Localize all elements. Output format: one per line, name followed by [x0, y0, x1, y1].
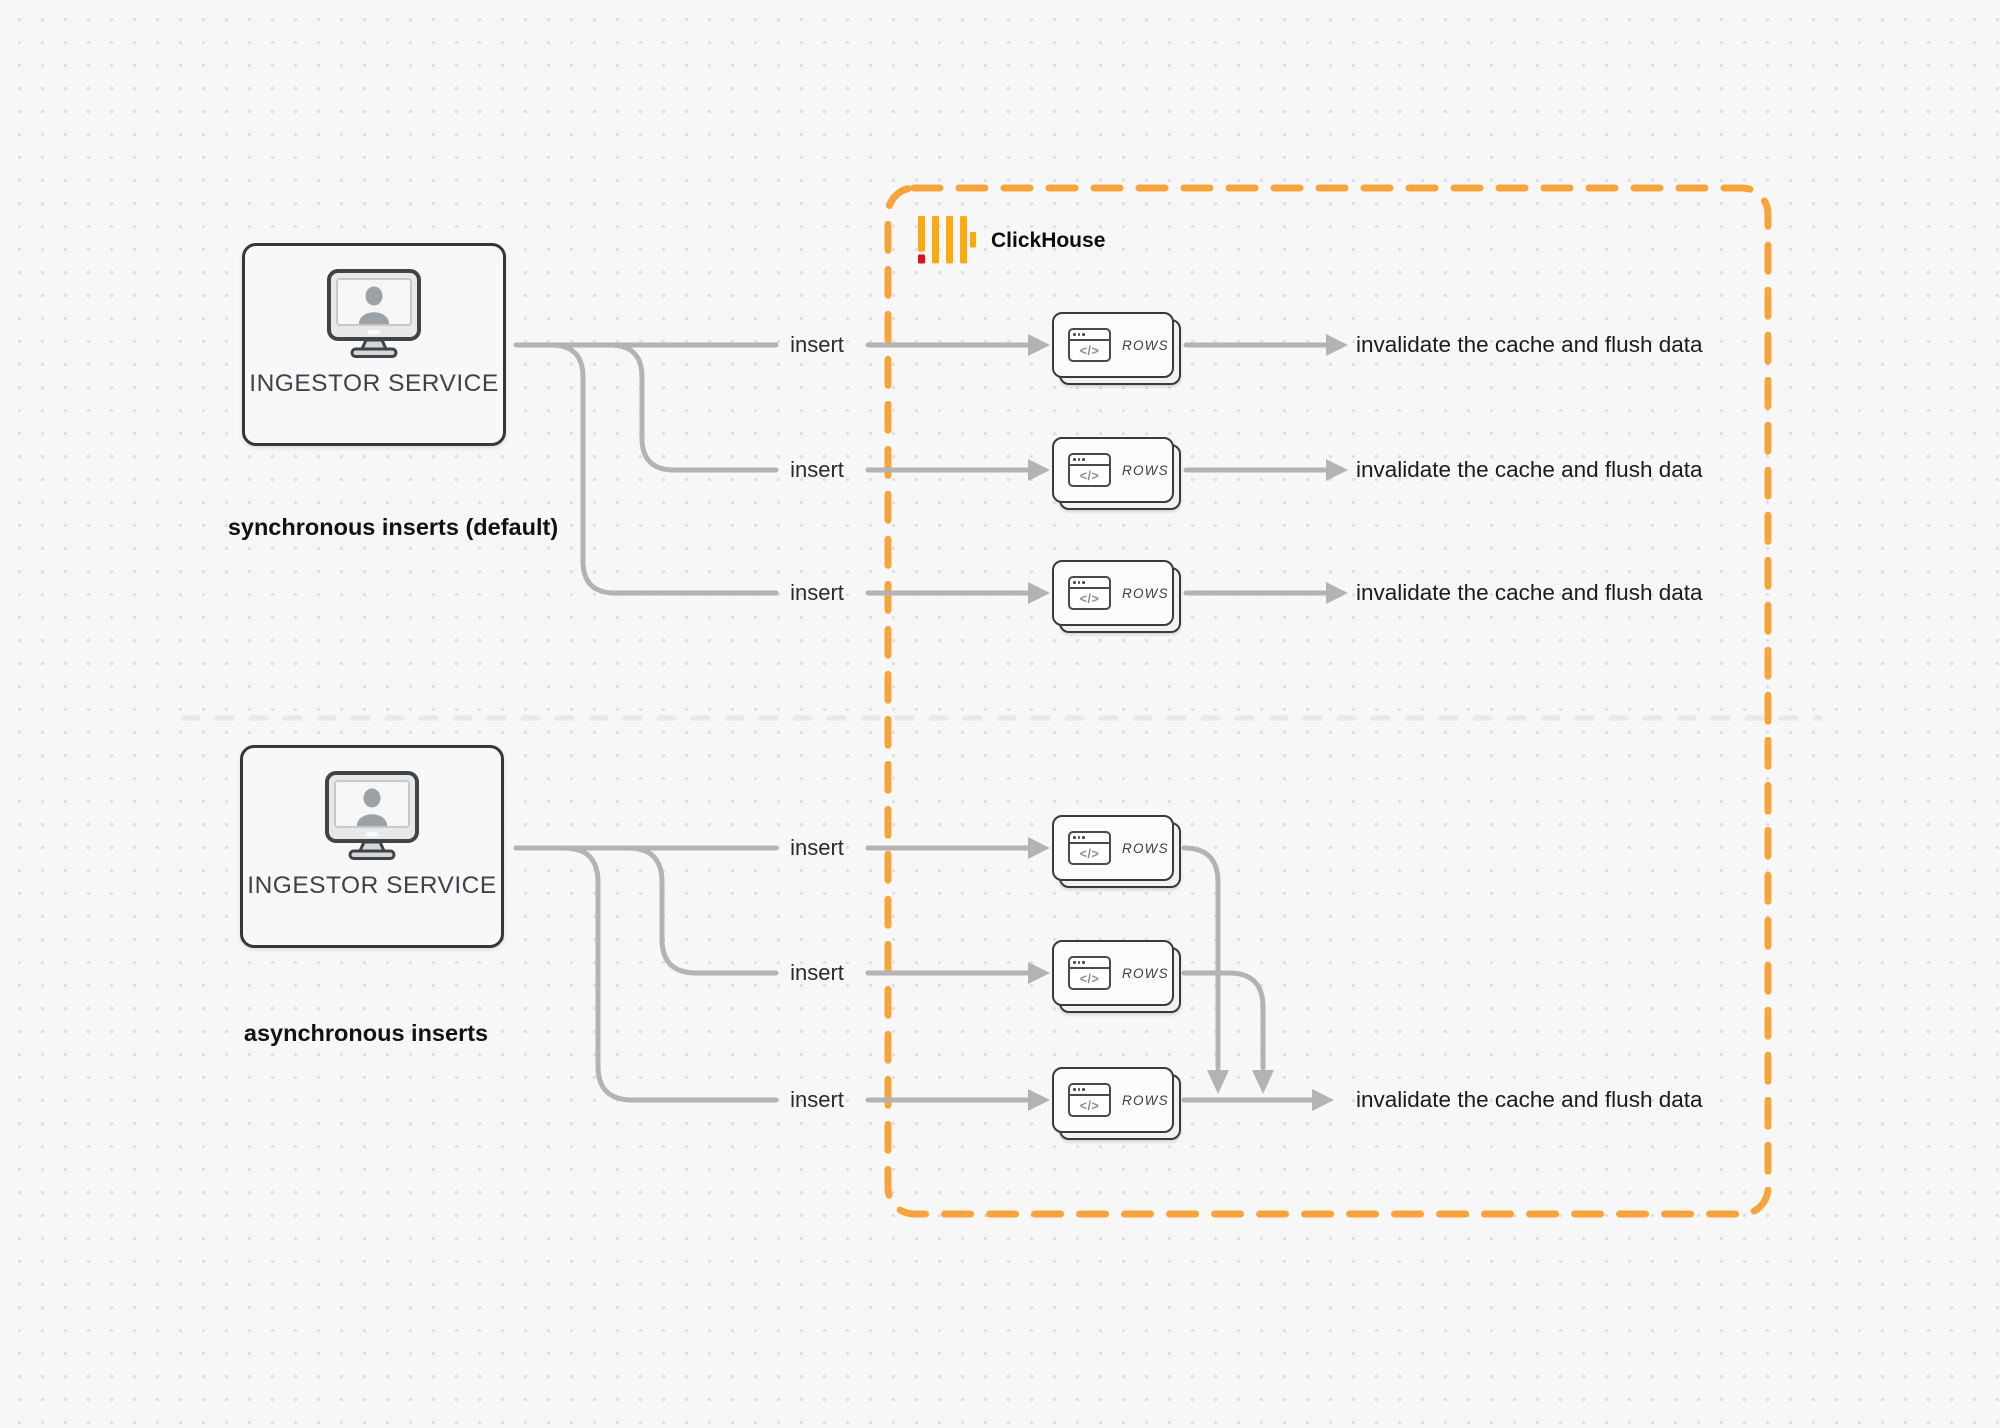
- clickhouse-boundary: [884, 184, 1772, 1218]
- code-window-icon: </>: [1068, 453, 1111, 487]
- code-window-icon: </>: [1068, 956, 1111, 990]
- result-label: invalidate the cache and flush data: [1356, 332, 1703, 357]
- clickhouse-logo-icon: [918, 216, 976, 264]
- code-glyph: </>: [1079, 1098, 1100, 1113]
- async-connectors: [513, 845, 1315, 1103]
- insert-label: insert: [790, 580, 844, 605]
- code-glyph: </>: [1079, 468, 1100, 483]
- rows-label: ROWS: [1122, 965, 1169, 981]
- service-label: INGESTOR SERVICE: [247, 872, 497, 899]
- sync-arrowheads: [1028, 334, 1348, 604]
- monitor-user-icon: [325, 771, 419, 860]
- service-label: INGESTOR SERVICE: [249, 370, 499, 397]
- insert-label: insert: [790, 835, 844, 860]
- clickhouse-header: ClickHouse: [918, 216, 1105, 265]
- code-glyph: </>: [1079, 591, 1100, 606]
- rows-card: </> ROWS: [1052, 815, 1181, 888]
- clickhouse-label: ClickHouse: [991, 228, 1106, 252]
- code-window-icon: </>: [1068, 1083, 1111, 1117]
- rows-label: ROWS: [1122, 462, 1169, 478]
- rows-card: </> ROWS: [1052, 1067, 1181, 1140]
- rows-card: </> ROWS: [1052, 560, 1181, 633]
- rows-label: ROWS: [1122, 840, 1169, 856]
- insert-label: insert: [790, 332, 844, 357]
- rows-label: ROWS: [1122, 1092, 1169, 1108]
- ingestor-service-node-sync: INGESTOR SERVICE: [242, 243, 506, 446]
- rows-card: </> ROWS: [1052, 312, 1181, 385]
- ingestor-service-node-async: INGESTOR SERVICE: [240, 745, 504, 948]
- result-label: invalidate the cache and flush data: [1356, 1087, 1703, 1112]
- rows-card: </> ROWS: [1052, 940, 1181, 1013]
- code-window-icon: </>: [1068, 576, 1111, 610]
- result-label: invalidate the cache and flush data: [1356, 457, 1703, 482]
- code-glyph: </>: [1079, 343, 1100, 358]
- sync-connectors: [513, 342, 1329, 596]
- code-glyph: </>: [1079, 971, 1100, 986]
- code-window-icon: </>: [1068, 328, 1111, 362]
- insert-label: insert: [790, 960, 844, 985]
- result-label: invalidate the cache and flush data: [1356, 580, 1703, 605]
- async-caption: asynchronous inserts: [243, 1020, 489, 1046]
- code-window-icon: </>: [1068, 831, 1111, 865]
- sync-caption: synchronous inserts (default): [227, 514, 559, 540]
- async-arrowheads: [1028, 837, 1334, 1111]
- code-glyph: </>: [1079, 846, 1100, 861]
- insert-label: insert: [790, 1087, 844, 1112]
- monitor-user-icon: [327, 269, 421, 358]
- rows-label: ROWS: [1122, 585, 1169, 601]
- rows-card: </> ROWS: [1052, 437, 1181, 510]
- rows-label: ROWS: [1122, 337, 1169, 353]
- insert-label: insert: [790, 457, 844, 482]
